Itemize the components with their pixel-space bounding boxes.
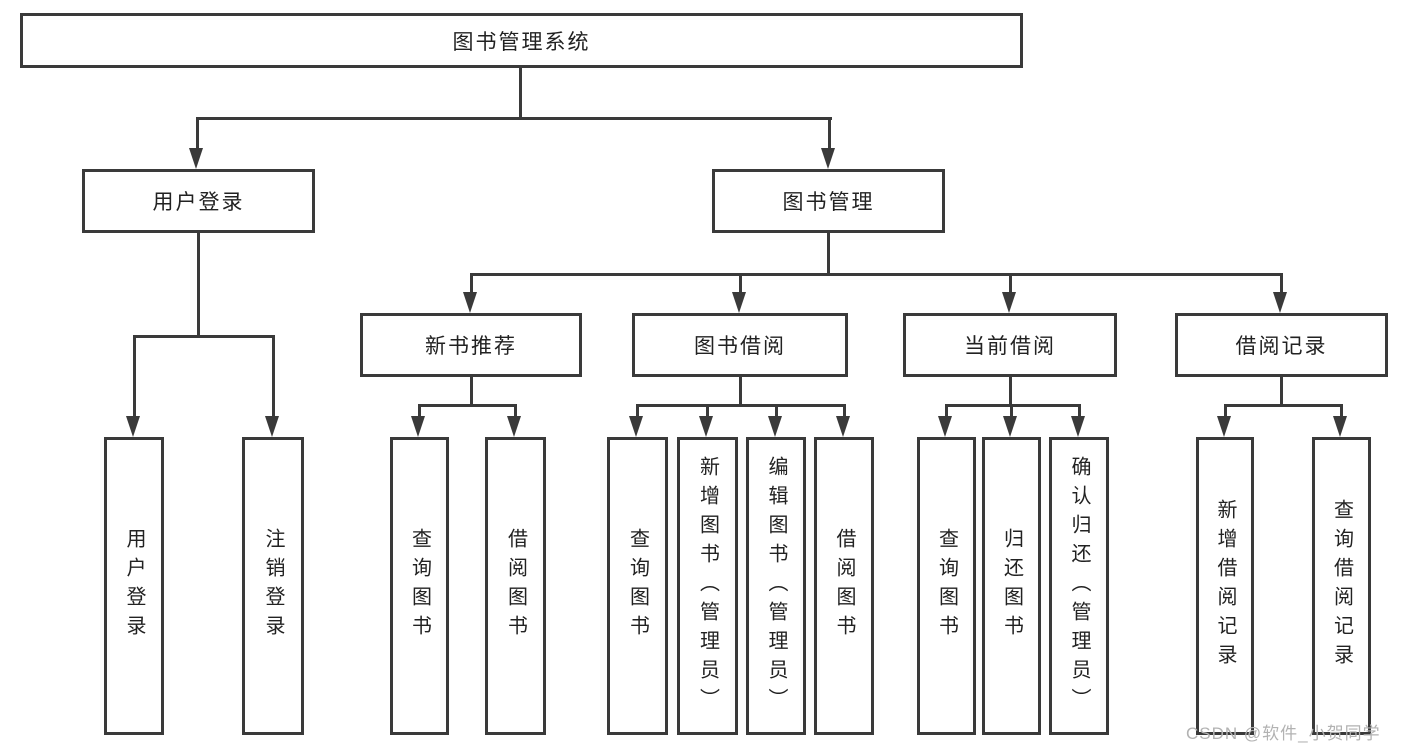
node-rec-borrow-label: 借阅图书: [504, 528, 527, 644]
connector-line: [470, 273, 1283, 276]
node-current-borrow: 当前借阅: [903, 313, 1117, 377]
arrow-shaft: [706, 404, 709, 418]
connector-line: [470, 377, 473, 407]
arrow-head-icon: [126, 416, 140, 437]
arrow-head-icon: [1273, 292, 1287, 313]
node-bb-query: 查询图书: [607, 437, 668, 735]
arrow-shaft: [196, 117, 199, 150]
node-login-label: 用户登录: [123, 528, 145, 644]
node-cb-query: 查询图书: [917, 437, 976, 735]
arrow-head-icon: [463, 292, 477, 313]
arrow-head-icon: [1071, 416, 1085, 437]
arrow-head-icon: [507, 416, 521, 437]
arrow-head-icon: [1217, 416, 1231, 437]
node-br-add: 新增借阅记录: [1196, 437, 1254, 735]
connector-line: [1009, 377, 1012, 407]
arrow-head-icon: [938, 416, 952, 437]
arrow-shaft: [775, 404, 778, 418]
connector-line: [945, 404, 1081, 407]
connector-line: [1224, 404, 1343, 407]
arrow-shaft: [1010, 404, 1013, 418]
connector-line: [827, 233, 830, 276]
connector-line: [133, 335, 275, 338]
node-cb-query-label: 查询图书: [935, 528, 958, 644]
arrow-head-icon: [629, 416, 643, 437]
node-logout-label: 注销登录: [262, 528, 284, 644]
arrow-head-icon: [699, 416, 713, 437]
connector-line: [1280, 377, 1283, 407]
connector-line: [519, 68, 522, 120]
connector-line: [636, 404, 846, 407]
connector-line: [197, 233, 200, 338]
connector-line: [196, 117, 832, 120]
arrow-shaft: [1340, 404, 1343, 418]
arrow-head-icon: [411, 416, 425, 437]
arrow-shaft: [739, 273, 742, 294]
node-bb-borrow-label: 借阅图书: [833, 528, 855, 644]
node-bb-edit-label: 编辑图书（管理员）: [765, 455, 787, 717]
arrow-shaft: [133, 335, 136, 418]
arrow-shaft: [514, 404, 517, 418]
node-book-borrow: 图书借阅: [632, 313, 848, 377]
arrow-shaft: [1009, 273, 1012, 294]
node-bb-edit: 编辑图书（管理员）: [746, 437, 806, 735]
arrow-head-icon: [768, 416, 782, 437]
node-cb-return: 归还图书: [982, 437, 1041, 735]
node-bb-query-label: 查询图书: [626, 528, 649, 644]
node-cb-confirm: 确认归还（管理员）: [1049, 437, 1109, 735]
arrow-shaft: [272, 335, 275, 418]
arrow-shaft: [1078, 404, 1081, 418]
node-borrow-records: 借阅记录: [1175, 313, 1388, 377]
arrow-shaft: [470, 273, 473, 294]
node-cb-confirm-label: 确认归还（管理员）: [1068, 455, 1090, 717]
arrow-head-icon: [1002, 292, 1016, 313]
node-rec-borrow: 借阅图书: [485, 437, 546, 735]
node-bb-borrow: 借阅图书: [814, 437, 874, 735]
arrow-head-icon: [821, 148, 835, 169]
node-rec-query: 查询图书: [390, 437, 449, 735]
node-br-add-label: 新增借阅记录: [1214, 499, 1236, 673]
node-login: 用户登录: [104, 437, 164, 735]
node-cb-return-label: 归还图书: [1000, 528, 1023, 644]
node-br-query-label: 查询借阅记录: [1330, 499, 1353, 673]
node-rec-query-label: 查询图书: [408, 528, 431, 644]
arrow-shaft: [636, 404, 639, 418]
node-user-login-label: 用户登录: [152, 191, 245, 214]
node-new-rec-label: 新书推荐: [425, 335, 517, 358]
connector-line: [418, 404, 517, 407]
arrow-head-icon: [732, 292, 746, 313]
node-book-mgmt-label: 图书管理: [782, 191, 875, 214]
arrow-shaft: [828, 117, 831, 150]
arrow-shaft: [945, 404, 948, 418]
node-book-borrow-label: 图书借阅: [694, 335, 786, 358]
arrow-shaft: [1280, 273, 1283, 294]
watermark: CSDN @软件_小贺同学: [1186, 724, 1381, 743]
node-root-label: 图书管理系统: [452, 30, 591, 54]
arrow-shaft: [418, 404, 421, 418]
node-logout: 注销登录: [242, 437, 304, 735]
arrow-head-icon: [1003, 416, 1017, 437]
arrow-shaft: [1224, 404, 1227, 418]
arrow-head-icon: [1333, 416, 1347, 437]
arrow-shaft: [843, 404, 846, 418]
connector-line: [739, 377, 742, 407]
node-book-mgmt: 图书管理: [712, 169, 945, 233]
node-borrow-records-label: 借阅记录: [1235, 335, 1328, 358]
arrow-head-icon: [836, 416, 850, 437]
node-bb-add: 新增图书（管理员）: [677, 437, 738, 735]
arrow-head-icon: [189, 148, 203, 169]
node-br-query: 查询借阅记录: [1312, 437, 1371, 735]
arrow-head-icon: [265, 416, 279, 437]
node-root: 图书管理系统: [20, 13, 1023, 68]
node-user-login: 用户登录: [82, 169, 315, 233]
node-bb-add-label: 新增图书（管理员）: [696, 455, 719, 717]
node-current-borrow-label: 当前借阅: [964, 335, 1056, 358]
node-new-rec: 新书推荐: [360, 313, 582, 377]
